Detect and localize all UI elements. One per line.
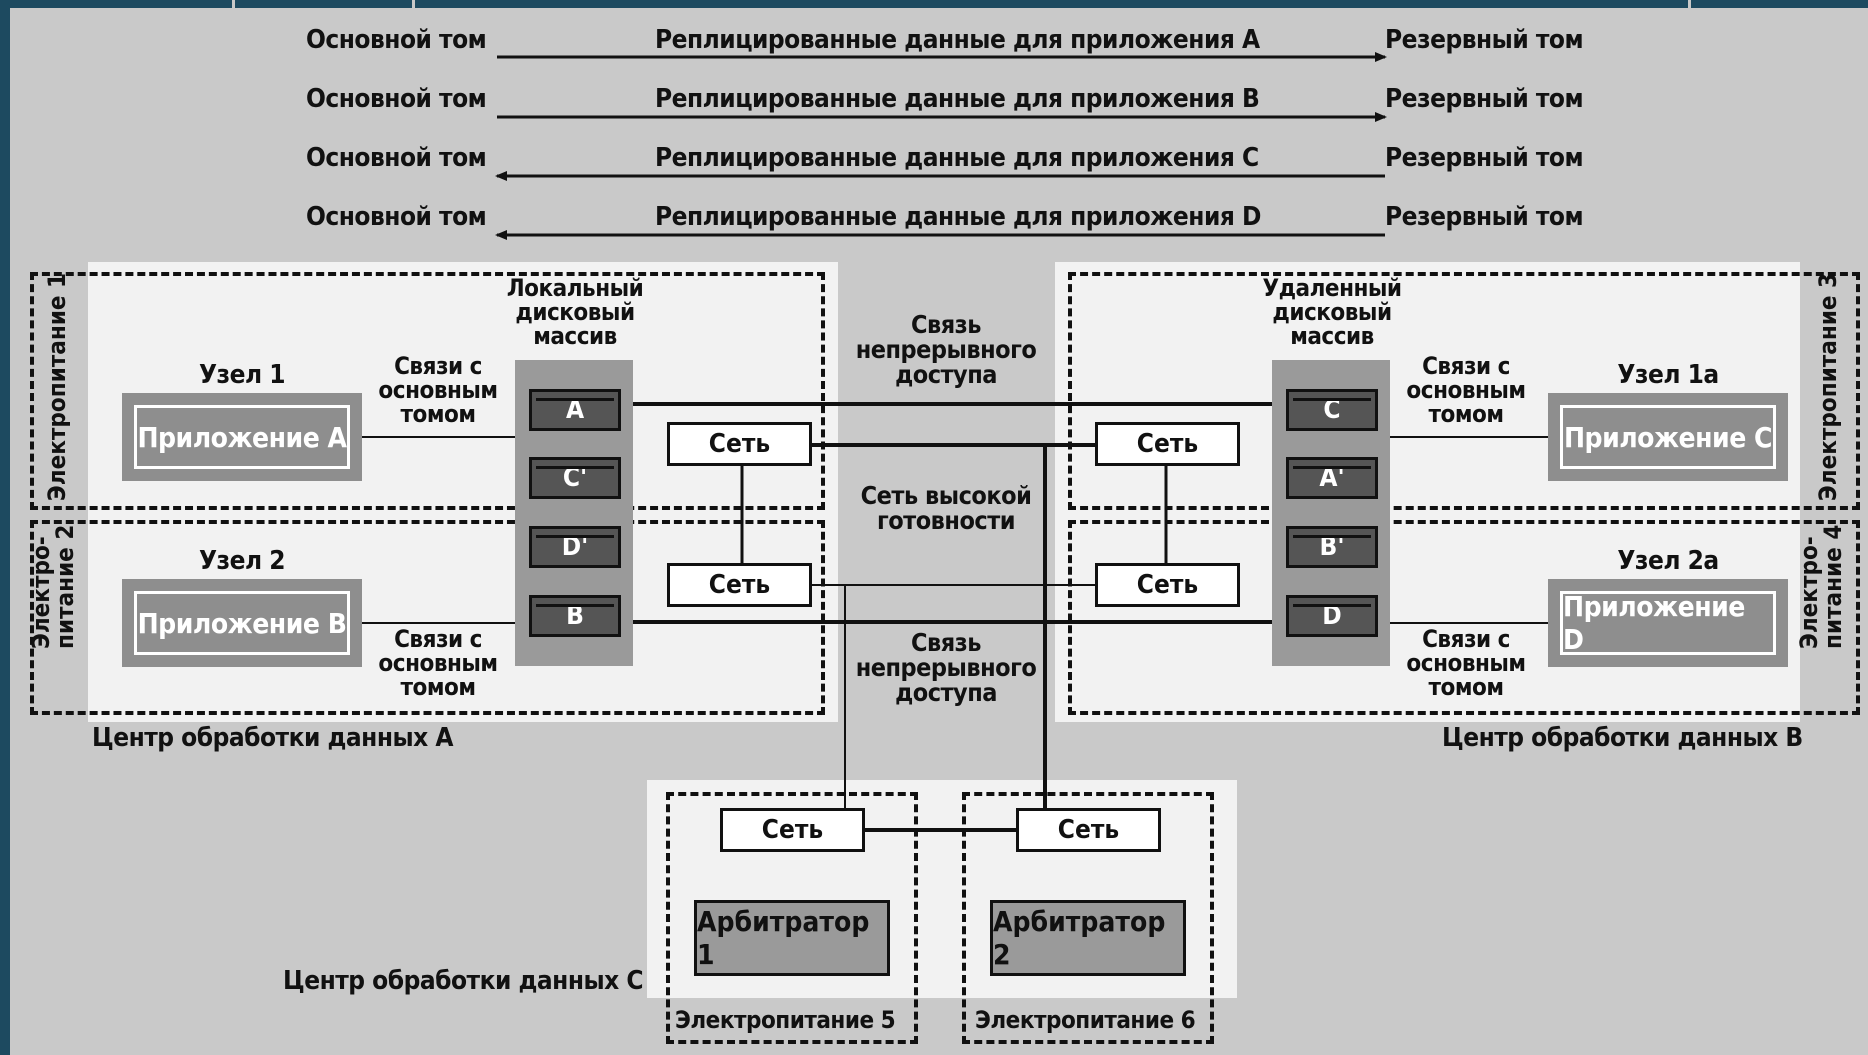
primary-link-label: Связи с основным томом	[1406, 352, 1526, 428]
backup-volume-label: Резервный том	[1385, 84, 1584, 114]
power-zone-6	[962, 792, 1214, 1044]
primary-volume-label: Основной том	[306, 143, 487, 173]
primary-link-label: Связи с основным томом	[378, 352, 498, 428]
network-box: Сеть	[720, 808, 865, 852]
divider	[1688, 0, 1691, 10]
local-array-label: Локальный дисковый массив	[506, 274, 644, 350]
disk-a-prime: A'	[1286, 457, 1378, 499]
primary-link-label: Связи с основным томом	[378, 625, 498, 701]
remote-array-label: Удаленный дисковый массив	[1262, 274, 1402, 350]
backup-volume-label: Резервный том	[1385, 143, 1584, 173]
app-d-box: Приложение D	[1548, 579, 1788, 667]
arbitrator-1: Арбитратор 1	[694, 900, 890, 976]
center-c-title: Центр обработки данных С	[283, 966, 644, 996]
disk-d-prime: D'	[529, 526, 621, 568]
disk-d: D	[1286, 595, 1378, 637]
power-label-5: Электропитание 5	[675, 1006, 896, 1034]
network-box: Сеть	[1095, 563, 1240, 607]
power-label-6: Электропитание 6	[975, 1006, 1196, 1034]
replication-label-a: Реплицированные данные для приложения А	[655, 25, 1260, 55]
replication-label-b: Реплицированные данные для приложения В	[655, 84, 1260, 114]
continuous-access-label: Связь непрерывного доступа	[855, 628, 1037, 707]
center-b-title: Центр обработки данных В	[1442, 723, 1803, 753]
power-label-3: Электропитание 3	[1814, 272, 1842, 502]
backup-volume-label: Резервный том	[1385, 25, 1584, 55]
power-zone-4	[1068, 520, 1860, 715]
replication-label-c: Реплицированные данные для приложения С	[655, 143, 1259, 173]
network-box: Сеть	[667, 563, 812, 607]
primary-volume-label: Основной том	[306, 25, 487, 55]
power-zone-5	[666, 792, 918, 1044]
replication-label-d: Реплицированные данные для приложения D	[655, 202, 1261, 232]
node-2-label: Узел 2	[198, 546, 286, 576]
primary-link-label: Связи с основным томом	[1406, 625, 1526, 701]
continuous-access-label: Связь непрерывного доступа	[855, 310, 1037, 389]
primary-volume-label: Основной том	[306, 202, 487, 232]
app-a-label: Приложение А	[134, 405, 350, 469]
disk-a: A	[529, 389, 621, 431]
disk-b: B	[529, 595, 621, 637]
power-label-2: Электро- питание 2	[27, 525, 79, 649]
network-box: Сеть	[1016, 808, 1161, 852]
power-zone-2	[30, 520, 825, 715]
app-b-label: Приложение В	[134, 591, 350, 655]
network-box: Сеть	[1095, 422, 1240, 466]
node-2a-label: Узел 2а	[1617, 546, 1719, 576]
app-c-label: Приложение С	[1560, 405, 1776, 469]
node-1-label: Узел 1	[198, 360, 286, 390]
divider	[412, 0, 415, 10]
power-label-1: Электропитание 1	[43, 272, 71, 502]
backup-volume-label: Резервный том	[1385, 202, 1584, 232]
disk-c: C	[1286, 389, 1378, 431]
primary-volume-label: Основной том	[306, 84, 487, 114]
node-1a-label: Узел 1а	[1617, 360, 1719, 390]
network-box: Сеть	[667, 422, 812, 466]
disk-c-prime: C'	[529, 457, 621, 499]
arbitrator-2: Арбитратор 2	[990, 900, 1186, 976]
app-c-box: Приложение С	[1548, 393, 1788, 481]
center-a-title: Центр обработки данных А	[92, 723, 453, 753]
ha-network-label: Сеть высокой готовности	[860, 481, 1032, 535]
disk-b-prime: B'	[1286, 526, 1378, 568]
top-strip	[0, 0, 1868, 8]
power-zone-3	[1068, 272, 1860, 510]
power-label-4: Электро- питание 4	[1795, 525, 1847, 649]
app-b-box: Приложение В	[122, 579, 362, 667]
divider	[232, 0, 235, 10]
app-d-label: Приложение D	[1560, 590, 1776, 656]
power-zone-1	[30, 272, 825, 510]
app-a-box: Приложение А	[122, 393, 362, 481]
